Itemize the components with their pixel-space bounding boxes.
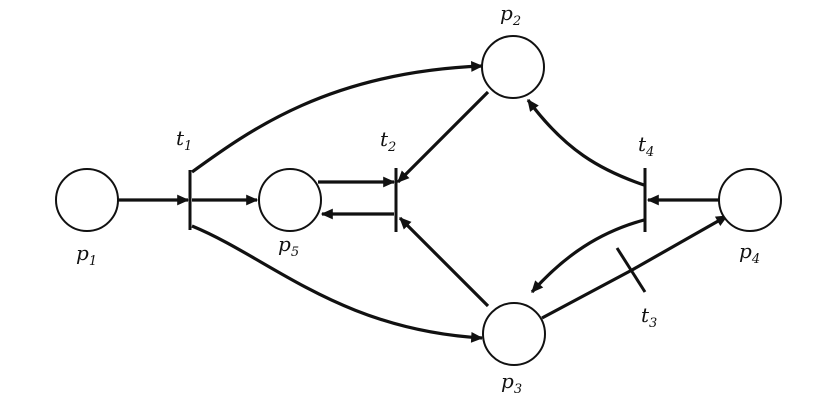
place-p2: [481, 35, 545, 99]
arc-t3-p4: [631, 214, 729, 272]
arc-t4-p2: [526, 99, 645, 187]
label-t4: t4: [638, 132, 654, 160]
place-p3: [482, 302, 546, 366]
transition-t3: [615, 247, 647, 293]
label-p2: p2: [500, 1, 521, 29]
arc-p3-t3: [541, 268, 633, 320]
place-p1: [55, 168, 119, 232]
label-p1: p1: [76, 241, 97, 269]
arc-p3-t2: [398, 216, 490, 308]
label-p4: p4: [739, 239, 760, 267]
label-p3: p3: [501, 369, 522, 397]
place-p4: [718, 168, 782, 232]
transitions: [188, 168, 647, 293]
label-p5: p5: [278, 232, 299, 260]
label-t2: t2: [380, 127, 396, 155]
arc-p2-t2: [396, 90, 490, 184]
arc-t1-p3: [191, 224, 484, 343]
labels: p1 p2 p3 p4 p5 t1 t2 t3 t4: [76, 1, 760, 397]
label-t1: t1: [176, 126, 192, 154]
label-t3: t3: [641, 303, 657, 331]
arc-t1-p2: [191, 61, 484, 174]
place-p5: [258, 168, 322, 232]
places: [55, 35, 782, 366]
arcs: [118, 61, 729, 343]
arc-t4-p3: [530, 218, 645, 294]
